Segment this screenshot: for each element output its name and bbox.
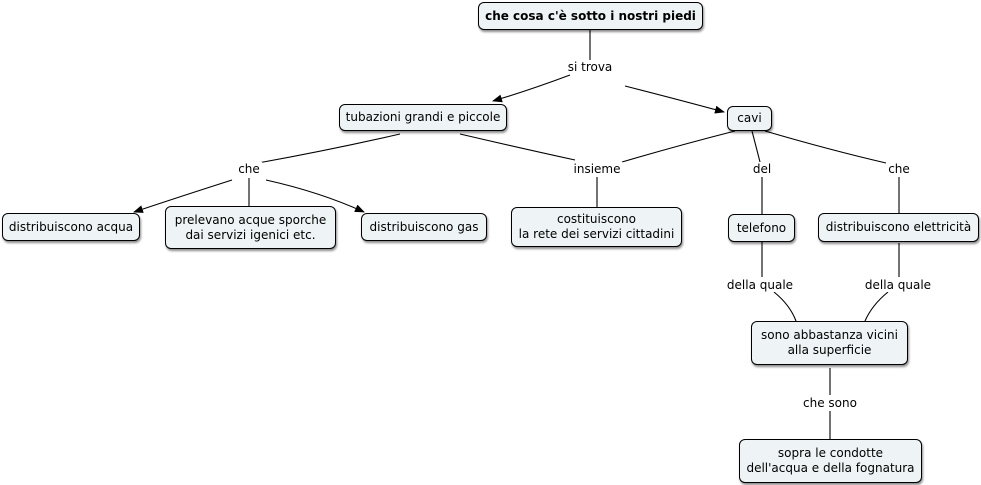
edge-sitrova-cavi [624, 85, 725, 114]
link-label-che-sono: che sono [801, 396, 859, 410]
concept-abbastanza-vicini[interactable]: sono abbastanza vicini alla superficie [751, 321, 908, 365]
edge-cavi-che [764, 130, 887, 164]
link-label-della-quale-telefono: della quale [724, 278, 796, 292]
edge-dellaquale-vicini-right [864, 291, 889, 322]
concept-prelevano-acque-sporche[interactable]: prelevano acque sporche dai servizi igen… [165, 206, 336, 249]
link-label-insieme: insieme [571, 162, 623, 176]
edge-sitrova-tubazioni [492, 74, 571, 103]
edge-tubazioni-che [257, 133, 401, 164]
concept-tubazioni[interactable]: tubazioni grandi e piccole [339, 104, 507, 131]
edge-dellaquale-vicini-left [773, 291, 797, 322]
concept-distribuiscono-elettricita[interactable]: distribuiscono elettricità [818, 213, 979, 242]
edge-tubazioni-insieme [459, 133, 576, 161]
concept-rete-servizi[interactable]: costituiscono la rete dei servizi cittad… [511, 207, 682, 247]
link-label-che-cavi: che [886, 162, 912, 176]
edge-che-gas [265, 179, 365, 213]
edge-che-acqua [133, 179, 233, 213]
concept-sopra-condotte[interactable]: sopra le condotte dell'acqua e della fog… [739, 439, 922, 483]
concept-cavi[interactable]: cavi [727, 106, 772, 131]
root-concept[interactable]: che cosa c'è sotto i nostri piedi [478, 2, 703, 30]
link-label-si-trova: si trova [565, 60, 615, 74]
link-label-che-tubazioni: che [236, 162, 262, 176]
concept-distribuiscono-acqua[interactable]: distribuiscono acqua [2, 213, 140, 241]
concept-telefono[interactable]: telefono [728, 214, 795, 242]
link-label-del: del [750, 162, 774, 176]
edge-cavi-insieme [621, 130, 736, 163]
edge-cavi-del [751, 130, 761, 163]
link-label-della-quale-elettricita: della quale [862, 278, 934, 292]
concept-distribuiscono-gas[interactable]: distribuiscono gas [361, 213, 487, 241]
